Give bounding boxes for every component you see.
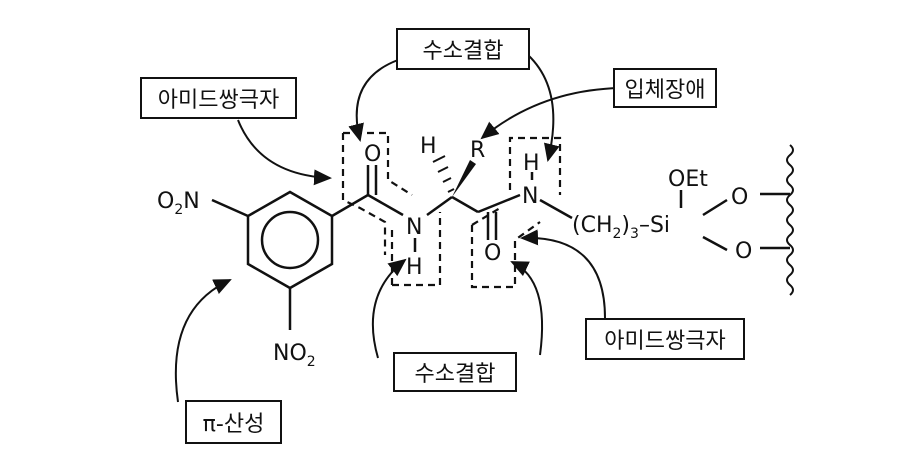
nitro-bottom-label: NO2 bbox=[273, 341, 316, 370]
label-steric-hindrance: 입체장애 bbox=[613, 68, 717, 108]
label-pi-acidity: π-산성 bbox=[185, 400, 282, 444]
amide-hydrogen-1: H bbox=[406, 255, 423, 280]
hbond-box-co bbox=[470, 207, 541, 289]
silica-surface bbox=[786, 144, 794, 296]
arrow-hbond-top-left bbox=[348, 59, 399, 142]
steric-box-nh bbox=[508, 136, 562, 195]
surface-oxygen-1: O bbox=[731, 185, 748, 210]
aromatic-circle bbox=[260, 210, 320, 270]
label-hbond-top: 수소결합 bbox=[396, 28, 530, 70]
ethoxy-group: OEt bbox=[668, 167, 708, 192]
arrow-amide-right bbox=[520, 229, 606, 319]
alpha-r-group: R bbox=[470, 138, 485, 163]
amide-nitrogen-1: N bbox=[406, 215, 422, 240]
alpha-hydrogen: H bbox=[420, 134, 437, 159]
hbond-box-nh bbox=[390, 212, 442, 287]
arrow-amide-left bbox=[237, 119, 332, 186]
surface-oxygen-2: O bbox=[735, 239, 752, 264]
label-amide-dipole-left: 아미드쌍극자 bbox=[140, 77, 297, 119]
label-hbond-bottom: 수소결합 bbox=[393, 352, 517, 392]
wedge-bond bbox=[452, 160, 476, 197]
arrow-steric bbox=[480, 87, 621, 140]
arrow-hbond-bottom-right bbox=[510, 261, 544, 356]
amide-hydrogen-2: H bbox=[523, 151, 540, 176]
benzene-ring bbox=[246, 190, 334, 290]
hash-bond bbox=[432, 155, 455, 193]
amide-nitrogen-2: N bbox=[522, 184, 538, 209]
propyl-linker: (CH2)3–Si bbox=[572, 213, 670, 242]
arrow-pi-acidity bbox=[174, 279, 232, 403]
amide-dipole-box-left bbox=[341, 131, 413, 255]
nitro-left-label: O2N bbox=[157, 189, 200, 218]
arrow-hbond-bottom-left bbox=[371, 258, 407, 359]
carbonyl-oxygen-1: O bbox=[364, 142, 381, 167]
carbonyl-oxygen-2: O bbox=[484, 241, 501, 266]
label-amide-dipole-right: 아미드쌍극자 bbox=[585, 318, 745, 360]
